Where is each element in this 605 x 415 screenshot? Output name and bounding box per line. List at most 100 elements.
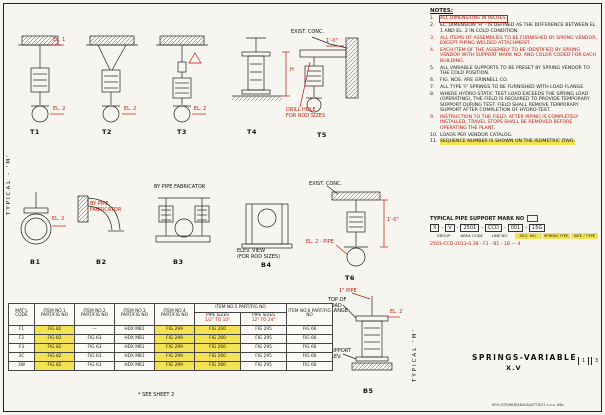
mark-descriptor: SPRING TYPE xyxy=(542,233,570,239)
table-cell: FIG 63 xyxy=(74,333,115,344)
note-item: 11.SEQUENCE NUMBER IS SHOWN ON THE ISOME… xyxy=(430,139,576,145)
table-cell: — xyxy=(74,324,115,335)
typical-m-label-right: TYPICAL 'M' xyxy=(412,328,418,382)
table-cell: FIG 299 xyxy=(154,342,195,353)
callout-drill-hole-line1: DRILL HOLE xyxy=(286,107,316,113)
diagram-b4 xyxy=(241,203,293,249)
pipe-sizes-range-large: 12" TO 24" xyxy=(251,317,276,323)
col-header-item5-small: PIPE SIZES 1/2" TO 10" xyxy=(194,311,241,326)
table-cell: 3C xyxy=(8,351,35,362)
table-cell: FIG 63 xyxy=(74,351,115,362)
diagram-label-t4: T4 xyxy=(247,128,257,136)
table-cell: FIG 66 xyxy=(286,342,334,353)
callout-dim-t6: 1'-0" xyxy=(387,217,399,223)
notes-panel: NOTES: 1.ALL DIMENSIONS IN INCHES.2.EL. … xyxy=(430,8,598,214)
table-cell: FIG 260 xyxy=(194,342,241,353)
callout-elev-view-line2: (FOR ROD SIZES) xyxy=(237,254,281,260)
col-header-matl-code: MAT'L CODE xyxy=(8,303,35,326)
mark-descriptor: SEQ. NO. xyxy=(514,233,542,239)
mark-descriptor: LINE NO. xyxy=(491,233,509,238)
callout-by-pipe-fab-b3: BY PIPE FABRICATOR xyxy=(154,184,206,190)
mark-number-block: TYPICAL PIPE SUPPORT MARK NO X-V-2501-CC… xyxy=(430,215,599,247)
sheet-number-left: 1 xyxy=(578,357,590,365)
col-header-item1: ITEM NO.1 PART/FIG NO xyxy=(34,303,75,326)
table-cell: F2 xyxy=(8,333,35,344)
mark-segment: 001 xyxy=(507,224,524,232)
table-cell: FIG 295 xyxy=(239,360,288,371)
diagram-t2 xyxy=(86,35,138,123)
parts-table-header: MAT'L CODE ITEM NO.1 PART/FIG NO ITEM NO… xyxy=(8,303,334,326)
table-cell: 3W xyxy=(8,360,35,371)
mark-descriptor: AREA CODE xyxy=(460,233,483,238)
table-cell: FIG 66 xyxy=(286,324,334,335)
notes-heading: NOTES: xyxy=(430,8,453,14)
mark-segment: 15G xyxy=(529,224,546,232)
diagram-label-t1: T1 xyxy=(30,128,40,136)
table-cell: FIG 295 xyxy=(239,342,288,353)
diagram-t1 xyxy=(18,35,64,123)
callout-el2-t2: EL. 2 xyxy=(124,106,137,112)
table-cell: HDX MB1 xyxy=(114,333,155,344)
note-item: 2.EL. DIMENSION 'H' - IS DEFINED AS THE … xyxy=(430,23,597,34)
callout-pipe-b5: 1" PIPE xyxy=(339,288,357,294)
see-sheet-note: * SEE SHEET 2 xyxy=(138,392,175,398)
table-cell: FIG 299 xyxy=(154,360,195,371)
table-cell: FIG 66 xyxy=(286,360,334,371)
callout-elev-view-line1: ELEV. VIEW xyxy=(237,248,266,254)
mark-descriptor: GROUP xyxy=(436,233,451,238)
mark-descriptor: SIZE / TYPE xyxy=(570,233,599,239)
note-item: 9.INSTRUCTION TO THE FIELD: AFTER PIPING… xyxy=(430,114,579,131)
callout-support-elev-b5: SUPPORT ELEV. xyxy=(328,348,351,360)
col-header-item5-large: PIPE SIZES 12" TO 24" xyxy=(239,311,288,326)
callout-el2-b1: EL. 2 xyxy=(52,216,65,222)
note-item: 3.ALL ITEMS OF ASSEMBLIES TO BE FURNISHE… xyxy=(430,35,597,46)
callout-el2-b5: EL. 2 xyxy=(390,309,403,315)
callout-h-dim-t4: H xyxy=(290,67,294,73)
table-cell: FIG 299 xyxy=(154,333,195,344)
diagram-t6 xyxy=(326,185,388,267)
diagram-t4 xyxy=(232,37,290,101)
table-cell: HDX MB1 xyxy=(114,351,155,362)
diagram-label-b1: B1 xyxy=(30,258,41,266)
note-item: 8.WHERE HYDRO-STATIC TEST LOAD EXCEEDS T… xyxy=(430,91,590,113)
table-cell: FIG 260 xyxy=(194,351,241,362)
mark-number-example: 2501-CCD-2013-0.38 - F1 - B1 - 1B — 4 xyxy=(430,241,521,247)
note-item: 10.LOADS PER VENDOR CATALOG. xyxy=(430,132,513,138)
diagram-b1 xyxy=(20,192,66,245)
table-cell: FIG 260 xyxy=(194,360,241,371)
diagram-b2 xyxy=(77,195,124,232)
drawing-subtitle: X.V xyxy=(506,364,522,372)
table-cell: FIG 260 xyxy=(194,324,241,335)
note-item: 1.ALL DIMENSIONS IN INCHES. xyxy=(430,15,508,23)
callout-dim-t5: 1'-0" xyxy=(326,38,338,44)
notes-list: 1.ALL DIMENSIONS IN INCHES.2.EL. DIMENSI… xyxy=(430,15,598,145)
table-cell: FIG 82 xyxy=(34,342,75,353)
note-item: 7.ALL TYPE 'F' SPRINGS TO BE FURNISHED W… xyxy=(430,84,585,90)
callout-exist-conc-t6: EXIST. CONC. xyxy=(309,181,343,187)
mark-segment: 2501 xyxy=(460,224,480,232)
typical-m-label-left: TYPICAL - 'M' xyxy=(6,153,12,215)
table-cell: FIG 295 xyxy=(239,333,288,344)
file-stamp: RFH-GTR/WDR4KXGN/ATT-RG1 c-v-s .06a xyxy=(492,403,564,407)
table-cell: FIG 82 xyxy=(34,324,75,335)
red-box-icon xyxy=(527,215,539,222)
sheet-number-right: 3 xyxy=(591,357,603,365)
table-cell: FIG 63 xyxy=(74,342,115,353)
callout-el2-t1: EL. 2 xyxy=(53,106,66,112)
table-cell: HDX MB1 xyxy=(114,324,155,335)
diagram-label-b3: B3 xyxy=(173,258,184,266)
callout-exist-conc-t5: EXIST. CONC. xyxy=(291,29,325,35)
table-cell: FIG 82 xyxy=(34,351,75,362)
callout-el2-t3: EL. 2 xyxy=(194,106,207,112)
diagram-label-t3: T3 xyxy=(177,128,187,136)
pipe-sizes-range-small: 1/2" TO 10" xyxy=(204,317,231,323)
callout-by-pipe-fab-b2: BY PIPE FABRICATOR xyxy=(90,201,122,213)
mark-number-descriptors: GROUP AREA CODE LINE NO. SEQ. NO.SPRING TYP… xyxy=(430,233,599,239)
table-cell: F3 xyxy=(8,342,35,353)
